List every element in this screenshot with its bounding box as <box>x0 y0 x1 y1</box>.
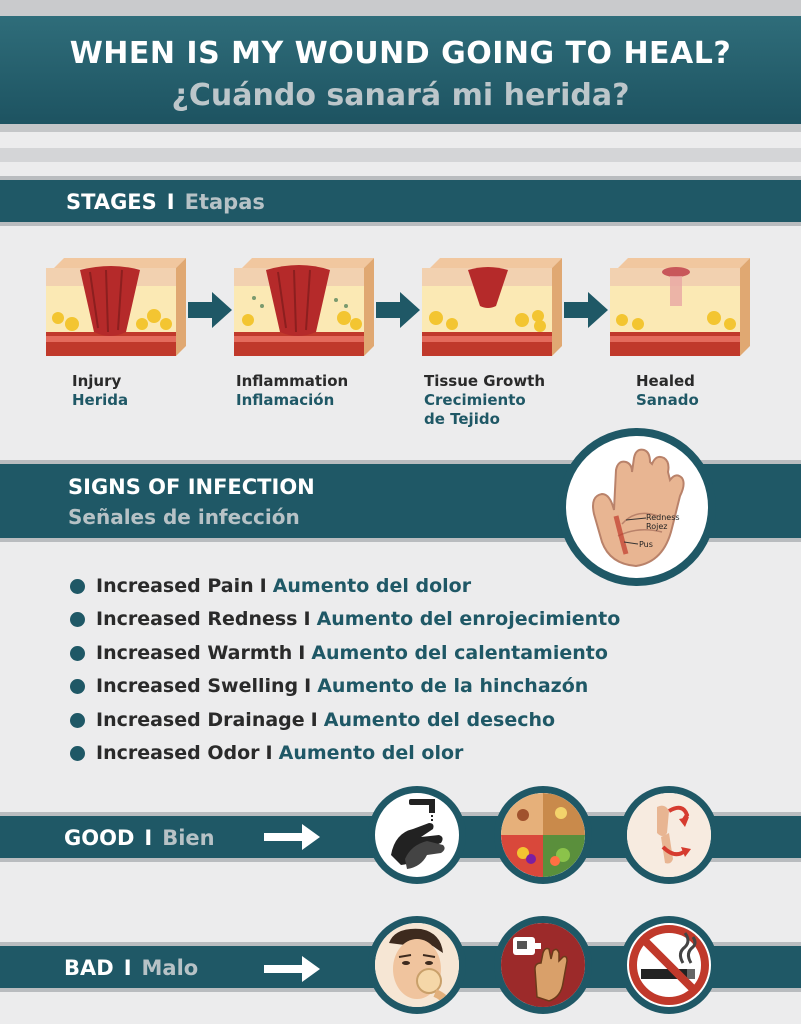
infection-title-en: SIGNS OF INFECTION <box>68 475 315 499</box>
title-english: WHEN IS MY WOUND GOING TO HEAL? <box>69 36 732 71</box>
good-arrow-icon <box>264 824 320 850</box>
bad-heading: BAD I Malo <box>64 956 198 980</box>
touching-face-icon <box>368 916 466 1014</box>
stage-label-inflammation: Inflammation Inflamación <box>236 372 349 409</box>
bullet-icon <box>70 679 85 695</box>
stages-band: STAGES I Etapas <box>0 176 801 226</box>
stage-arrow-3 <box>564 292 608 328</box>
divider-stripe <box>0 148 801 162</box>
stages-label-es: Etapas <box>184 190 265 214</box>
stage-label-injury: Injury Herida <box>72 372 129 409</box>
title-banner: WHEN IS MY WOUND GOING TO HEAL? ¿Cuándo … <box>0 16 801 132</box>
bad-separator: I <box>123 956 132 980</box>
bullet-icon <box>70 645 85 661</box>
hand-infection-circle: Redness Rojez Pus <box>558 428 716 586</box>
title-spanish: ¿Cuándo sanará mi herida? <box>171 78 630 113</box>
good-separator: I <box>144 826 153 850</box>
stage-arrow-1 <box>188 292 232 328</box>
bullet-icon <box>70 579 85 594</box>
infection-title-es: Señales de infección <box>68 505 300 529</box>
good-label-en: GOOD <box>64 826 135 850</box>
good-heading: GOOD I Bien <box>64 826 215 850</box>
healthy-food-icon <box>494 786 592 884</box>
stages-label-en: STAGES <box>66 190 157 214</box>
rojez-label: Rojez <box>646 522 667 531</box>
hand-washing-icon <box>368 786 466 884</box>
top-strip <box>0 0 801 16</box>
infected-hand-icon: Redness Rojez Pus <box>592 448 685 568</box>
bad-arrow-icon <box>264 956 320 982</box>
skin-tissue-growth-illustration <box>422 258 562 356</box>
pus-label: Pus <box>639 540 653 549</box>
bullet-icon <box>70 612 85 628</box>
skin-healed-illustration <box>610 258 750 356</box>
stage-arrow-2 <box>376 292 420 328</box>
bad-label-en: BAD <box>64 956 114 980</box>
skin-inflammation-illustration <box>234 258 374 356</box>
bullet-icon <box>70 712 85 728</box>
skin-injury-illustration <box>46 258 186 356</box>
stage-label-tissue-growth: Tissue Growth Crecimiento de Tejido <box>424 372 546 428</box>
no-smoking-icon <box>620 916 718 1014</box>
good-label-es: Bien <box>162 826 215 850</box>
stages-separator: I <box>166 190 175 214</box>
bullet-icon <box>70 745 85 761</box>
exercise-icon <box>620 786 718 884</box>
hand-sanitizer-icon <box>494 916 592 1014</box>
bad-label-es: Malo <box>141 956 199 980</box>
stage-label-healed: Healed Sanado <box>636 372 699 409</box>
redness-label: Redness <box>646 513 680 522</box>
stages-heading: STAGES I Etapas <box>66 190 265 214</box>
